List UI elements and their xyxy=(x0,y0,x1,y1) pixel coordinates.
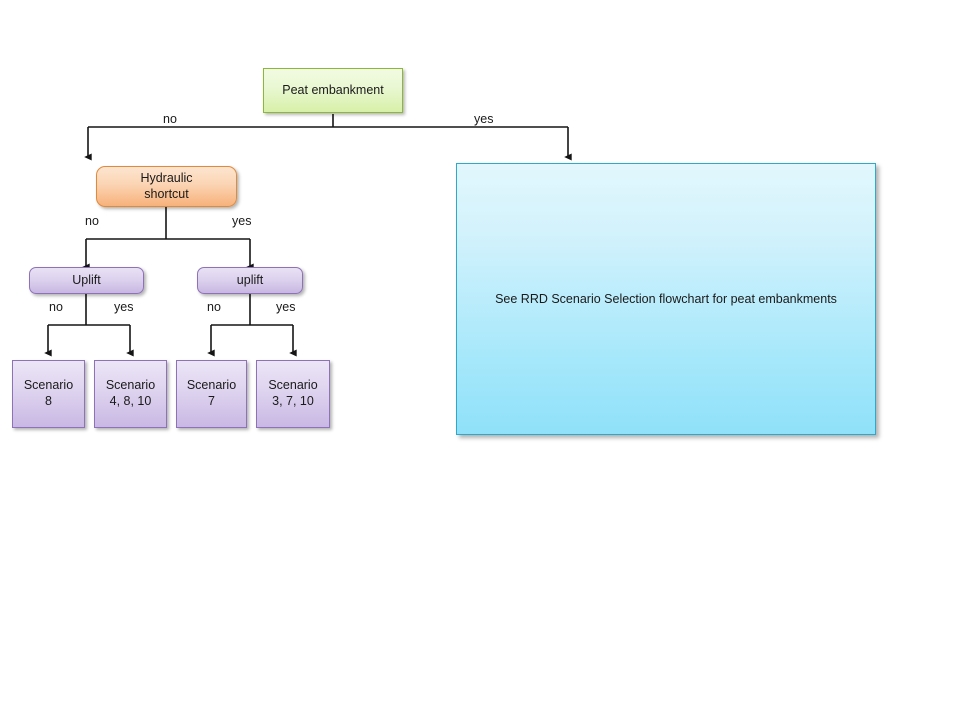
edge-label-uplift-left-no: no xyxy=(49,300,63,314)
edge-label-uplift-right-yes: yes xyxy=(276,300,296,314)
node-scenario-1[interactable]: Scenario 8 xyxy=(12,360,85,428)
edge-label-hydraulic-no: no xyxy=(85,214,99,228)
node-scenario-3[interactable]: Scenario 7 xyxy=(176,360,247,428)
edge-label-uplift-left-yes: yes xyxy=(114,300,134,314)
node-hydraulic-shortcut[interactable]: Hydraulic shortcut xyxy=(96,166,237,207)
node-uplift-left[interactable]: Uplift xyxy=(29,267,144,294)
edge-label-hydraulic-yes: yes xyxy=(232,214,252,228)
edge-label-uplift-right-no: no xyxy=(207,300,221,314)
edge-label-root-no: no xyxy=(163,112,177,126)
reference-panel[interactable]: See RRD Scenario Selection flowchart for… xyxy=(456,163,876,435)
node-scenario-2[interactable]: Scenario 4, 8, 10 xyxy=(94,360,167,428)
node-scenario-4[interactable]: Scenario 3, 7, 10 xyxy=(256,360,330,428)
node-peat-embankment[interactable]: Peat embankment xyxy=(263,68,403,113)
reference-panel-text: See RRD Scenario Selection flowchart for… xyxy=(495,292,837,306)
edge-label-root-yes: yes xyxy=(474,112,494,126)
node-uplift-right[interactable]: uplift xyxy=(197,267,303,294)
